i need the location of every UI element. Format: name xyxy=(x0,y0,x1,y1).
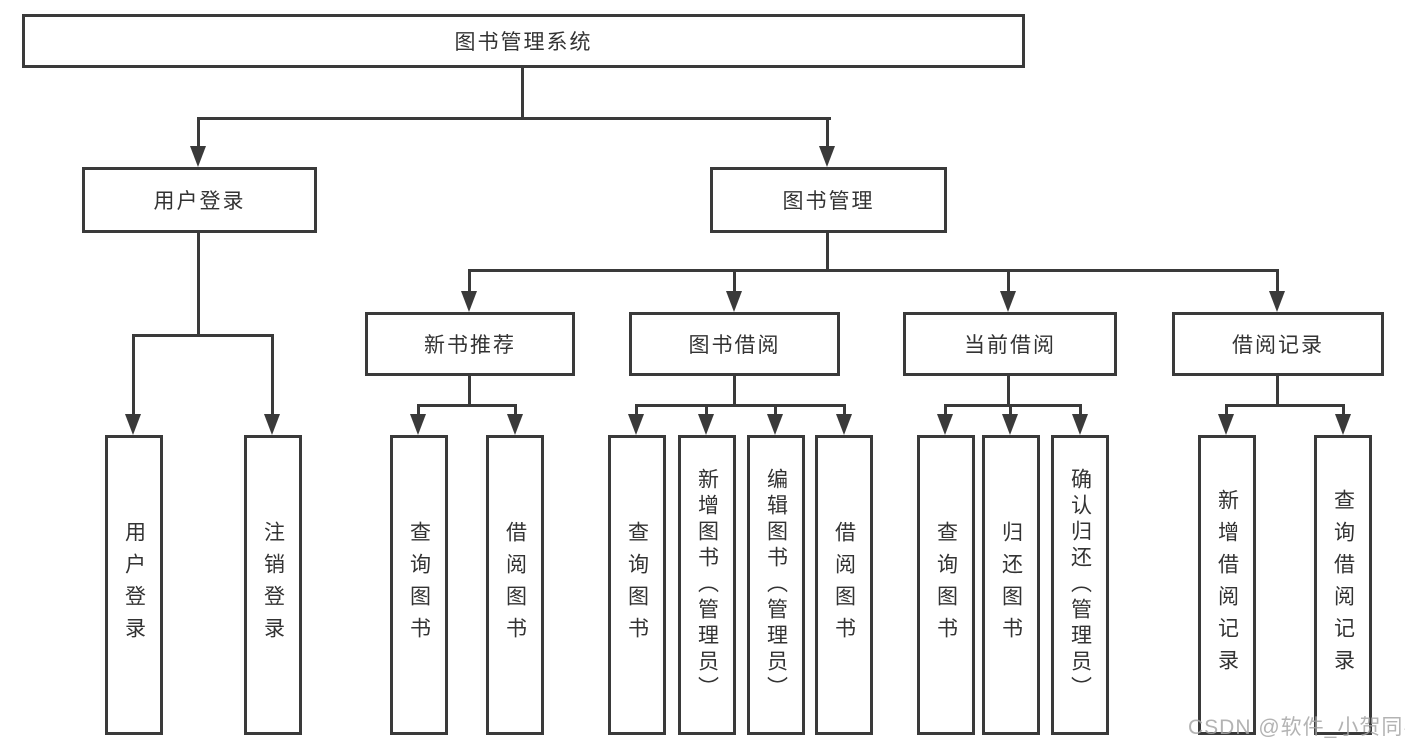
connector-level3-drop-1 xyxy=(468,269,471,293)
connector-bookmgmt-drop xyxy=(826,117,829,147)
leaf-add-borrow-record-label: 新增借阅记录 xyxy=(1215,489,1239,681)
leaf-return-books: 归还图书 xyxy=(982,435,1040,735)
connector-current-drop-3 xyxy=(1079,404,1082,416)
connector-current-rail xyxy=(944,404,1082,407)
leaf-logout: 注销登录 xyxy=(244,435,302,735)
leaf-borrow-query-books: 查询图书 xyxy=(608,435,666,735)
arrowhead-to-user-login xyxy=(190,146,206,167)
leaf-logout-label: 注销登录 xyxy=(261,521,285,649)
connector-userlogin-rail xyxy=(132,334,274,337)
leaf-confirm-return-admin-label: 确认归还（管理员） xyxy=(1068,468,1092,702)
connector-current-drop-1 xyxy=(944,404,947,416)
leaf-edit-books-admin: 编辑图书（管理员） xyxy=(747,435,805,735)
node-user-login-label: 用户登录 xyxy=(153,190,246,213)
leaf-current-query-books: 查询图书 xyxy=(917,435,975,735)
leaf-add-borrow-record: 新增借阅记录 xyxy=(1198,435,1256,735)
connector-level2-rail xyxy=(197,117,831,120)
connector-records-stem xyxy=(1276,376,1279,407)
leaf-query-borrow-record: 查询借阅记录 xyxy=(1314,435,1372,735)
connector-bookborrow-rail xyxy=(635,404,846,407)
node-book-management-label: 图书管理 xyxy=(782,190,875,213)
connector-userlogin-drop xyxy=(197,117,200,147)
leaf-user-login-label: 用户登录 xyxy=(122,521,146,649)
connector-bookborrow-stem xyxy=(733,376,736,407)
leaf-return-books-label: 归还图书 xyxy=(999,521,1023,649)
node-book-management: 图书管理 xyxy=(710,167,947,233)
connector-newbooks-stem xyxy=(468,376,471,407)
arrowhead-to-return-books xyxy=(1002,414,1018,435)
node-root-library-system: 图书管理系统 xyxy=(22,14,1025,68)
connector-bookborrow-drop-2 xyxy=(705,404,708,416)
arrowhead-to-borrowing-records xyxy=(1269,291,1285,312)
node-borrowing-records-label: 借阅记录 xyxy=(1232,334,1324,357)
connector-bookborrow-drop-1 xyxy=(635,404,638,416)
node-book-borrowing: 图书借阅 xyxy=(629,312,840,376)
arrowhead-to-edit-books xyxy=(767,414,783,435)
node-new-book-recommend-label: 新书推荐 xyxy=(424,334,516,357)
connector-level3-drop-3 xyxy=(1007,269,1010,293)
connector-newbooks-drop-1 xyxy=(417,404,420,416)
node-book-borrowing-label: 图书借阅 xyxy=(688,334,781,357)
connector-userlogin-stem xyxy=(197,233,200,337)
connector-userlogin-drop-2 xyxy=(271,334,274,414)
arrowhead-to-confirm-return xyxy=(1072,414,1088,435)
connector-bookborrow-drop-4 xyxy=(843,404,846,416)
leaf-borrow-query-books-label: 查询图书 xyxy=(625,521,649,649)
arrowhead-to-book-borrowing xyxy=(726,291,742,312)
connector-current-stem xyxy=(1007,376,1010,407)
node-root-label: 图书管理系统 xyxy=(454,31,593,54)
arrowhead-to-leaf-logout xyxy=(264,414,280,435)
csdn-watermark: CSDN @软件_小贺同学 xyxy=(1188,716,1405,739)
arrowhead-to-add-books xyxy=(698,414,714,435)
arrowhead-to-leaf-user-login xyxy=(125,414,141,435)
connector-bookborrow-drop-3 xyxy=(774,404,777,416)
node-borrowing-records: 借阅记录 xyxy=(1172,312,1384,376)
arrowhead-to-current-query xyxy=(937,414,953,435)
leaf-borrow-borrow-books: 借阅图书 xyxy=(815,435,873,735)
connector-level3-drop-4 xyxy=(1276,269,1279,293)
arrowhead-to-bookborrow-borrow xyxy=(836,414,852,435)
connector-records-drop-1 xyxy=(1225,404,1228,416)
connector-userlogin-drop-1 xyxy=(132,334,135,414)
leaf-add-books-admin-label: 新增图书（管理员） xyxy=(695,468,719,702)
leaf-query-borrow-record-label: 查询借阅记录 xyxy=(1331,489,1355,681)
leaf-newbooks-query-books-label: 查询图书 xyxy=(407,521,431,649)
connector-records-drop-2 xyxy=(1342,404,1345,416)
connector-root-stem xyxy=(521,68,524,120)
node-current-borrowing: 当前借阅 xyxy=(903,312,1117,376)
leaf-newbooks-query-books: 查询图书 xyxy=(390,435,448,735)
arrowhead-to-newbooks-query xyxy=(410,414,426,435)
leaf-borrow-borrow-books-label: 借阅图书 xyxy=(832,521,856,649)
arrowhead-to-add-record xyxy=(1218,414,1234,435)
arrowhead-to-current-borrowing xyxy=(1000,291,1016,312)
connector-newbooks-drop-2 xyxy=(514,404,517,416)
leaf-add-books-admin: 新增图书（管理员） xyxy=(678,435,736,735)
connector-level3-rail xyxy=(468,269,1279,272)
node-user-login: 用户登录 xyxy=(82,167,317,233)
connector-records-rail xyxy=(1225,404,1345,407)
arrowhead-to-bookborrow-query xyxy=(628,414,644,435)
arrowhead-to-query-record xyxy=(1335,414,1351,435)
arrowhead-to-new-book-recommend xyxy=(461,291,477,312)
leaf-edit-books-admin-label: 编辑图书（管理员） xyxy=(764,468,788,702)
leaf-newbooks-borrow-books-label: 借阅图书 xyxy=(503,521,527,649)
leaf-newbooks-borrow-books: 借阅图书 xyxy=(486,435,544,735)
arrowhead-to-book-management xyxy=(819,146,835,167)
connector-bookmgmt-stem xyxy=(826,233,829,271)
connector-current-drop-2 xyxy=(1009,404,1012,416)
connector-newbooks-rail xyxy=(417,404,517,407)
node-new-book-recommend: 新书推荐 xyxy=(365,312,575,376)
node-current-borrowing-label: 当前借阅 xyxy=(964,334,1056,357)
connector-level3-drop-2 xyxy=(733,269,736,293)
leaf-current-query-books-label: 查询图书 xyxy=(934,521,958,649)
arrowhead-to-newbooks-borrow xyxy=(507,414,523,435)
leaf-confirm-return-admin: 确认归还（管理员） xyxy=(1051,435,1109,735)
leaf-user-login: 用户登录 xyxy=(105,435,163,735)
